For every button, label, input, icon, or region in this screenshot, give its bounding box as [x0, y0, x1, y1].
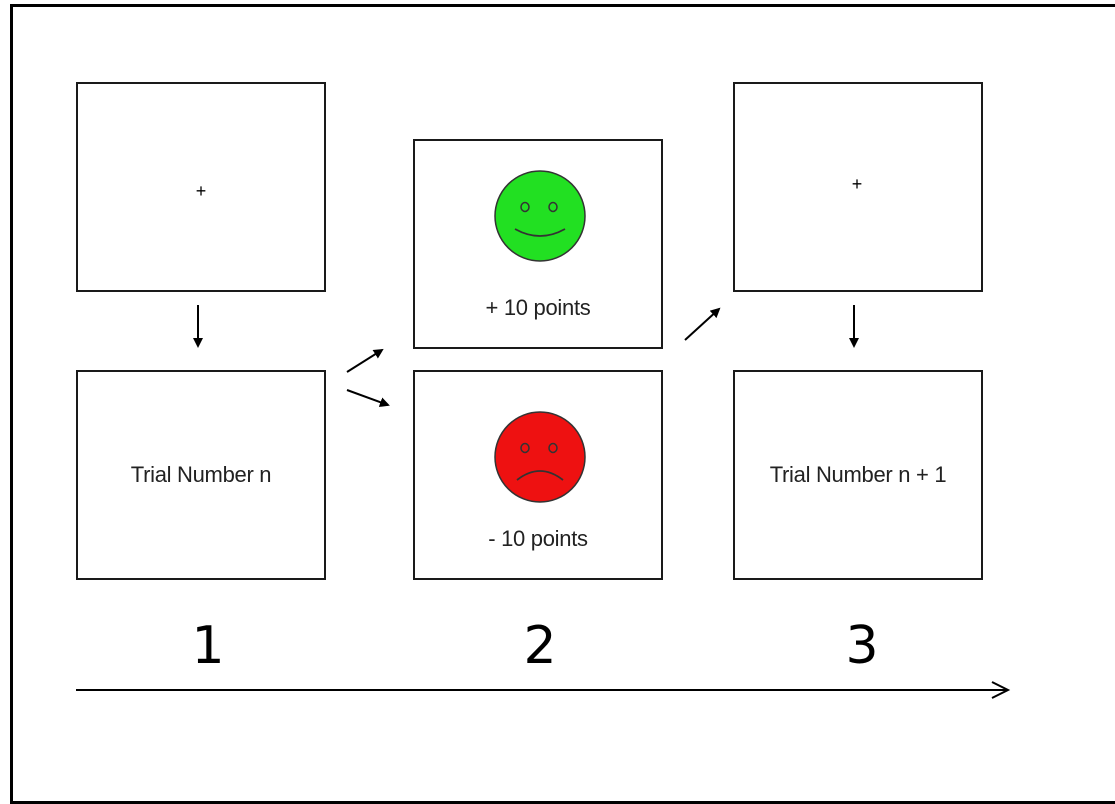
arrows-layer [76, 305, 1011, 699]
timeline-arrow-icon [76, 681, 1011, 699]
frowny-face-icon [494, 411, 586, 503]
diagonal-arrow-icon [684, 307, 721, 341]
stage3-trial-panel: Trial Number n + 1 [733, 370, 983, 580]
trial-number-label: Trial Number n [130, 462, 272, 487]
fixation-cross: + [195, 181, 207, 201]
stage-number-3: 3 [845, 616, 879, 676]
stage2-reward-panel: + 10 points [413, 139, 663, 349]
diagonal-arrow-icon [346, 348, 384, 373]
stage3-fixation-panel: + [733, 82, 983, 292]
fixation-cross: + [851, 174, 863, 194]
stage-number-1: 1 [191, 616, 225, 676]
diagonal-arrow-icon [346, 389, 390, 407]
trial-number-label: Trial Number n + 1 [769, 462, 947, 487]
stage2-penalty-panel: - 10 points [413, 370, 663, 580]
negative-points-label: - 10 points [488, 526, 588, 551]
stage1-trial-panel: Trial Number n [76, 370, 326, 580]
stage-number-2: 2 [523, 616, 557, 676]
stage1-fixation-panel: + [76, 82, 326, 292]
positive-points-label: + 10 points [485, 295, 591, 320]
smiley-face-icon [494, 170, 586, 262]
